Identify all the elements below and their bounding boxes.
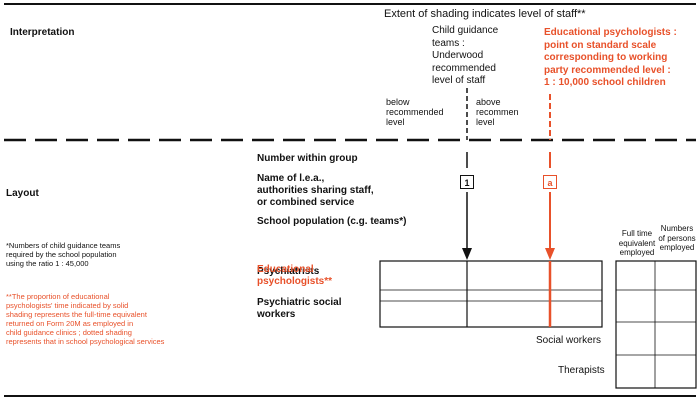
number-within-group-label: Number within group [257,153,358,164]
row-educational-psychologists: Educational psychologists** [257,264,333,287]
edu-psych-interpretation: Educational psychologists : point on sta… [544,27,677,88]
row-psychiatrists: Psychiatrists [257,266,320,277]
row-social-workers: Social workers [536,335,602,346]
employment-grid [615,260,697,389]
edu-psych-letter-marker: a [543,175,557,189]
above-label: above recommen level [476,97,519,127]
row-therapists: Therapists [558,365,605,376]
edu-psych-arrow-head [545,248,555,260]
row-psychiatric-social-workers: Psychiatric social workers [257,297,342,320]
school-population-label: School population (c.g. teams*) [257,216,407,227]
staffing-grid [379,260,603,328]
interpretation-title: Interpretation [10,27,75,38]
col-numbers: Numbers of persons employed [658,224,696,252]
col-full-time: Full time equivalent employed [618,229,656,257]
lea-name-label: Name of l.e.a., authorities sharing staf… [257,173,374,208]
team-arrow-head [462,248,472,260]
child-guidance-label: Child guidance teams : Underwood recomme… [432,25,499,86]
team-number-marker: 1 [460,175,474,189]
shading-note: Extent of shading indicates level of sta… [384,8,586,20]
layout-title: Layout [6,188,39,199]
footnote-double-star: **The proportion of educational psycholo… [6,292,165,346]
below-label: below recommended level [386,97,444,127]
footnote-star: *Numbers of child guidance teams require… [6,241,121,268]
